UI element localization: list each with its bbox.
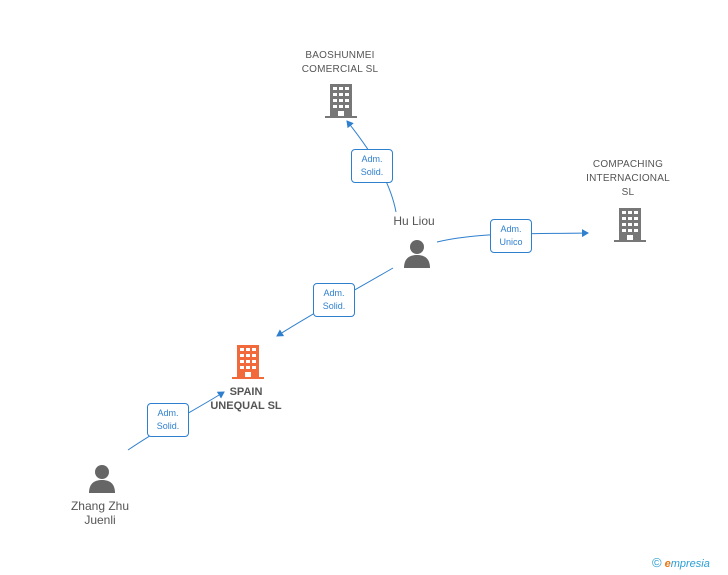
role-badge-zhang-spain[interactable]: Adm. Solid.	[147, 403, 189, 437]
role-badge-hu-compaching[interactable]: Adm. Unico	[490, 219, 532, 253]
person-icon[interactable]	[402, 238, 432, 268]
node-label-compaching: COMPACHING INTERNACIONAL SL	[586, 159, 670, 198]
building-icon[interactable]	[325, 84, 357, 118]
brand-logo: ©empresia	[652, 555, 710, 570]
role-badge-hu-baoshunmei[interactable]: Adm. Solid.	[351, 149, 393, 183]
copyright-icon: ©	[652, 555, 662, 570]
node-label-zhang-zhu: Zhang Zhu Juenli	[70, 499, 130, 527]
building-icon[interactable]	[614, 208, 646, 242]
node-label-hu-liou: Hu Liou	[393, 214, 435, 228]
building-icon[interactable]	[232, 345, 264, 379]
node-label-baoshunmei: BAOSHUNMEI COMERCIAL SL	[301, 50, 379, 75]
node-label-spain-unequal: SPAIN UNEQUAL SL	[210, 386, 282, 412]
role-badge-hu-spain[interactable]: Adm. Solid.	[313, 283, 355, 317]
person-icon[interactable]	[87, 463, 117, 493]
